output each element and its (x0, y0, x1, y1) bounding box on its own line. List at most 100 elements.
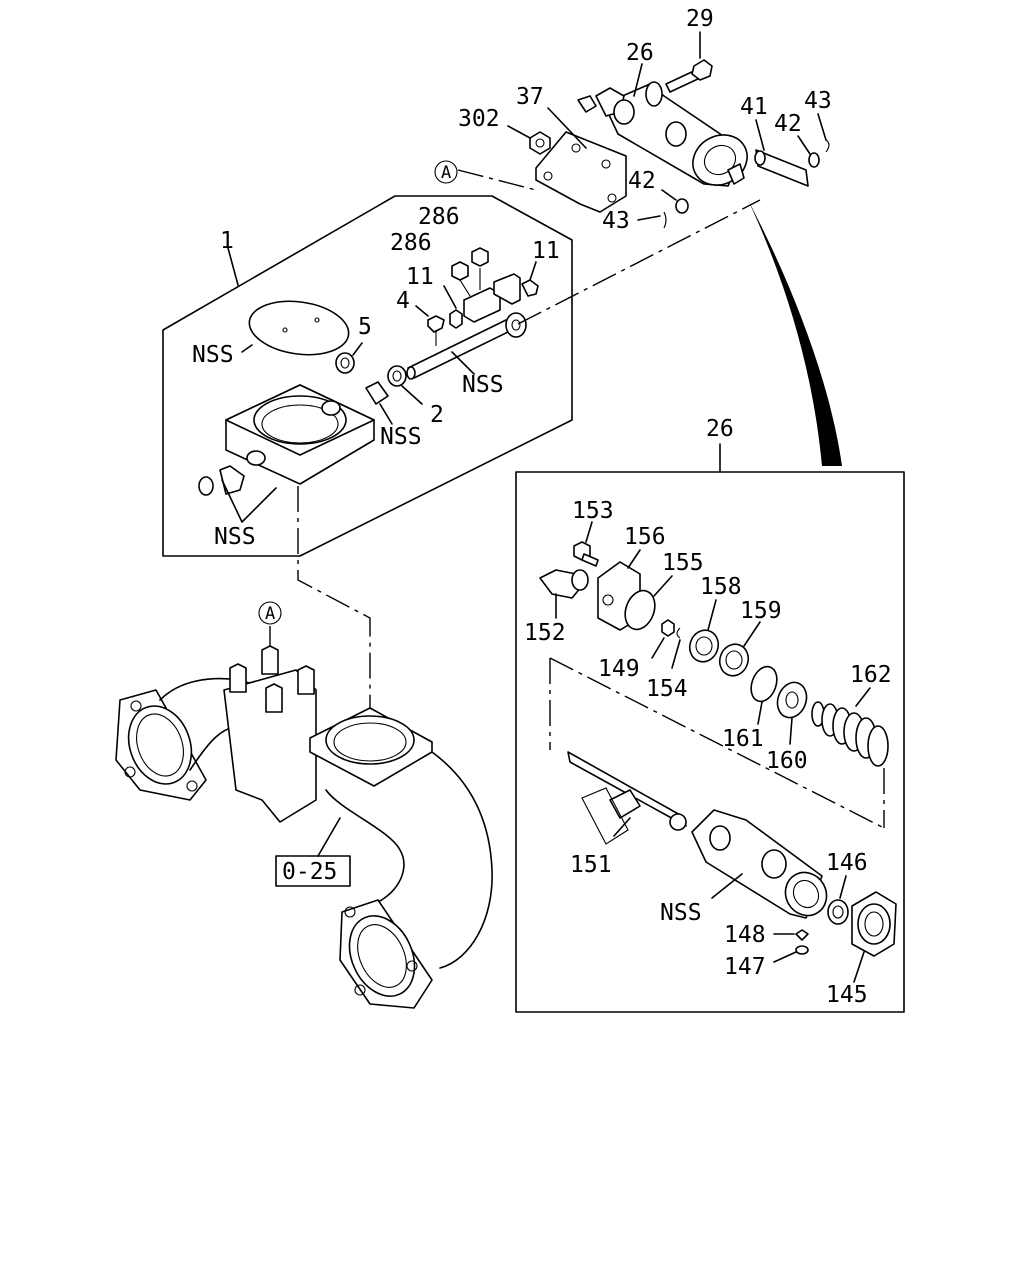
inset-cylinder-body (691, 809, 828, 919)
callout-159: 159 (740, 598, 782, 624)
callout-162: 162 (850, 662, 892, 688)
callout-26-inset: 26 (706, 416, 734, 442)
leader-43-top (817, 113, 827, 141)
boot-162 (811, 701, 889, 767)
leader-42-mid (661, 189, 677, 201)
reference-box-label: 0-25 (282, 859, 337, 885)
callout-43-top: 43 (804, 88, 832, 114)
callout-145: 145 (826, 982, 868, 1008)
callout-149: 149 (598, 656, 640, 682)
piston-160 (776, 681, 808, 719)
washer-42-top (808, 152, 820, 168)
seal-158 (688, 629, 720, 663)
reference-mark-a-manifold: A (265, 604, 275, 624)
callout-151: 151 (570, 852, 612, 878)
reference-box-0-25 (275, 855, 351, 887)
callout-160: 160 (766, 748, 808, 774)
throttle-body-group-outline (162, 195, 573, 557)
nut-286-lower (451, 261, 469, 281)
nut-286-upper (471, 247, 489, 267)
callout-11-right: 11 (532, 238, 560, 264)
seal-2 (387, 365, 407, 387)
clip-43-mid (663, 211, 667, 229)
callout-41: 41 (740, 94, 768, 120)
callout-154: 154 (646, 676, 688, 702)
leader-43-mid (637, 215, 661, 221)
plate-hole (282, 327, 288, 333)
callout-153: 153 (572, 498, 614, 524)
washer-5 (335, 352, 355, 374)
throttle-plate (248, 300, 350, 356)
callout-148: 148 (724, 922, 766, 948)
nut-302 (529, 131, 551, 155)
body-plug (219, 465, 245, 495)
detail-inset-box (515, 471, 905, 1013)
callout-nss-cylinder: NSS (660, 900, 702, 926)
callout-161: 161 (722, 726, 764, 752)
washer-147 (795, 945, 809, 955)
callout-152: 152 (524, 620, 566, 646)
leader-302 (507, 125, 531, 139)
callout-nss-bushing: NSS (380, 424, 422, 450)
shaft-bushing (365, 381, 389, 405)
plate-hole (314, 317, 320, 323)
throttle-lever (463, 273, 527, 338)
pushrod-151 (567, 751, 687, 845)
centerline-shaft (517, 199, 761, 325)
leader-nss-plate (241, 344, 253, 353)
clip-43-top (825, 139, 830, 153)
leader-1 (227, 247, 239, 286)
callout-1: 1 (220, 228, 234, 254)
leader-nss-bushing (379, 403, 393, 425)
leader-37 (547, 107, 587, 149)
screw-4 (427, 315, 445, 333)
leader-41 (755, 119, 765, 151)
callout-26-top: 26 (626, 40, 654, 66)
cylinder-26 (577, 81, 748, 187)
callout-43-mid: 43 (602, 208, 630, 234)
callout-156: 156 (624, 524, 666, 550)
callout-286-a: 286 (418, 204, 460, 230)
callout-29: 29 (686, 6, 714, 32)
callout-42-mid: 42 (628, 168, 656, 194)
callout-158: 158 (700, 574, 742, 600)
detail-arrow (748, 200, 842, 466)
screw-11-right (521, 279, 539, 297)
throttle-shaft (407, 319, 513, 379)
callout-nss-plate: NSS (192, 342, 234, 368)
centerline-a-top (457, 169, 537, 191)
washer-42-mid (675, 198, 689, 214)
leader-2 (401, 385, 423, 405)
clip-154 (676, 627, 681, 639)
bleed-cap-148 (795, 929, 809, 941)
leader-42-top (797, 135, 811, 155)
bracket-37 (535, 131, 627, 213)
callout-nss-shaft: NSS (462, 372, 504, 398)
callout-146: 146 (826, 850, 868, 876)
callout-42-top: 42 (774, 111, 802, 137)
intake-manifold (115, 645, 493, 1009)
reference-mark-a-top: A (441, 163, 451, 183)
clevis-145 (851, 891, 897, 957)
centerline-body-to-manifold (297, 486, 371, 720)
callout-286-b: 286 (390, 230, 432, 256)
leader-5 (352, 342, 363, 356)
callout-37: 37 (516, 84, 544, 110)
throttle-body (225, 384, 375, 485)
callout-302: 302 (458, 106, 500, 132)
callout-nss-body: NSS (214, 524, 256, 550)
screw-11-left (449, 309, 463, 329)
callout-147: 147 (724, 954, 766, 980)
nut-149 (661, 619, 675, 637)
o-ring-155 (624, 589, 656, 631)
seal-146 (827, 899, 849, 925)
callout-155: 155 (662, 550, 704, 576)
body-plug-small (198, 476, 214, 496)
ring-161 (750, 665, 778, 703)
reference-circle-a-manifold (258, 601, 282, 625)
bolt-29 (665, 59, 713, 93)
callout-5: 5 (358, 314, 372, 340)
centerline-inset-diag (549, 657, 885, 829)
